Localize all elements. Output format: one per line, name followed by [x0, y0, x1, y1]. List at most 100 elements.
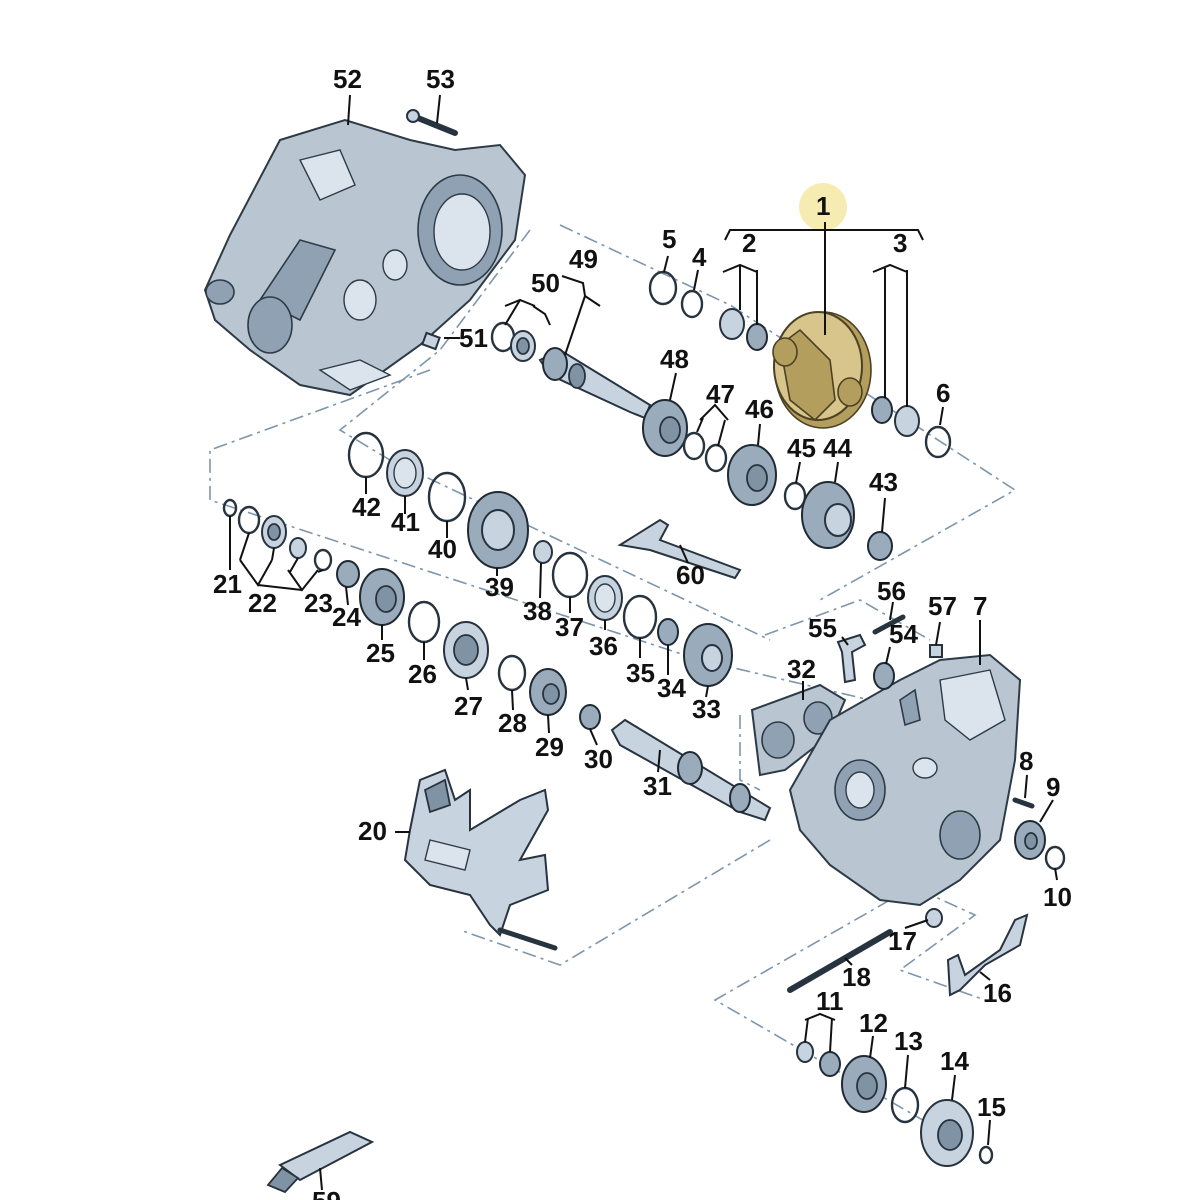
selector-mechanism-20 [403, 768, 558, 951]
shim-6 [924, 425, 952, 459]
callout-31: 31 [643, 771, 672, 801]
highlight-marker [799, 183, 847, 231]
bolt-56 [872, 614, 906, 635]
callout-23: 23 [304, 588, 333, 618]
pinion-54 [873, 662, 895, 690]
callout-52: 52 [333, 64, 362, 94]
callout-10: 10 [1043, 882, 1072, 912]
callout-60: 60 [676, 560, 705, 590]
gear-12 [841, 1055, 887, 1113]
callout-55: 55 [808, 613, 837, 643]
input-shaft [538, 347, 652, 420]
selector-fork-60 [617, 518, 742, 580]
gear-25 [359, 568, 405, 626]
callout-2: 2 [742, 228, 756, 258]
ring-26 [407, 600, 441, 644]
bearing-43 [867, 531, 893, 561]
shim-5 [648, 270, 678, 306]
housing-bolt [406, 109, 458, 136]
callout-21: 21 [213, 569, 242, 599]
callout-53: 53 [426, 64, 455, 94]
taper-bearing-left [719, 308, 768, 351]
synchro-ring-40 [427, 471, 467, 523]
callout-38: 38 [523, 596, 552, 626]
callout-44: 44 [823, 433, 852, 463]
hub-27 [443, 621, 489, 679]
callout-20: 20 [358, 816, 387, 846]
shim-4 [680, 289, 704, 319]
ring-45 [783, 481, 807, 511]
circlip-10 [1044, 845, 1066, 871]
callout-13: 13 [894, 1026, 923, 1056]
ring-28 [497, 654, 527, 692]
needle-rings-47 [682, 431, 728, 473]
callout-33: 33 [692, 694, 721, 724]
callout-34: 34 [657, 673, 686, 703]
callout-37: 37 [555, 612, 584, 642]
callout-28: 28 [498, 708, 527, 738]
bushing-23 [289, 537, 333, 572]
callout-labels: 1 2 3 4 5 6 7 8 9 10 11 12 13 14 15 16 1… [213, 64, 1072, 1200]
callout-6: 6 [936, 378, 950, 408]
ring-38 [533, 540, 553, 564]
callout-59: 59 [312, 1186, 341, 1200]
gear-9 [1014, 820, 1046, 860]
callout-47: 47 [706, 379, 735, 409]
callout-12: 12 [859, 1008, 888, 1038]
callout-35: 35 [626, 658, 655, 688]
callout-5: 5 [662, 224, 676, 254]
shift-rod-18 [787, 929, 893, 993]
callout-16: 16 [983, 978, 1012, 1008]
callout-32: 32 [787, 654, 816, 684]
synchro-ring-41 [386, 449, 424, 497]
callout-22: 22 [248, 588, 277, 618]
synchro-ring-42 [347, 431, 385, 479]
callout-17: 17 [888, 926, 917, 956]
callout-40: 40 [428, 534, 457, 564]
assembly-boundary-lines [209, 224, 1017, 1131]
callout-15: 15 [977, 1092, 1006, 1122]
needle-bearing-24 [336, 560, 360, 588]
screw-17 [925, 908, 943, 928]
synchro-ring-37 [551, 551, 589, 599]
callout-3: 3 [893, 228, 907, 258]
callout-48: 48 [660, 344, 689, 374]
callout-51: 51 [459, 323, 488, 353]
gear-48 [642, 399, 688, 457]
shift-lever-55 [836, 633, 867, 684]
callout-27: 27 [454, 691, 483, 721]
callout-56: 56 [877, 576, 906, 606]
callout-54: 54 [889, 619, 918, 649]
callout-49: 49 [569, 244, 598, 274]
needle-bearing-34 [657, 618, 679, 646]
callout-18: 18 [842, 962, 871, 992]
synchro-ring-36 [587, 575, 623, 621]
front-housing [788, 653, 1022, 907]
needle-bearing-30 [579, 704, 601, 730]
gear-29 [529, 668, 567, 716]
callout-57: 57 [928, 591, 957, 621]
selector-fork-16 [946, 913, 1029, 997]
callout-26: 26 [408, 659, 437, 689]
gear-14 [920, 1099, 974, 1167]
rear-housing [203, 118, 527, 397]
callout-50: 50 [531, 268, 560, 298]
callout-24: 24 [332, 602, 361, 632]
callout-7: 7 [973, 591, 987, 621]
synchro-ring-35 [622, 594, 658, 640]
magnet-plug [421, 331, 441, 351]
bolt-8 [1012, 797, 1035, 809]
sealant-tube [266, 1130, 375, 1194]
needle-bearings-11 [796, 1041, 841, 1077]
callout-39: 39 [485, 572, 514, 602]
plug-57 [929, 644, 943, 658]
callout-29: 29 [535, 732, 564, 762]
callout-41: 41 [391, 507, 420, 537]
callout-14: 14 [940, 1046, 969, 1076]
callout-8: 8 [1019, 746, 1033, 776]
callout-1: 1 [816, 191, 830, 221]
gear-39 [467, 491, 529, 569]
cover-plate-32 [750, 683, 847, 777]
callout-45: 45 [787, 433, 816, 463]
